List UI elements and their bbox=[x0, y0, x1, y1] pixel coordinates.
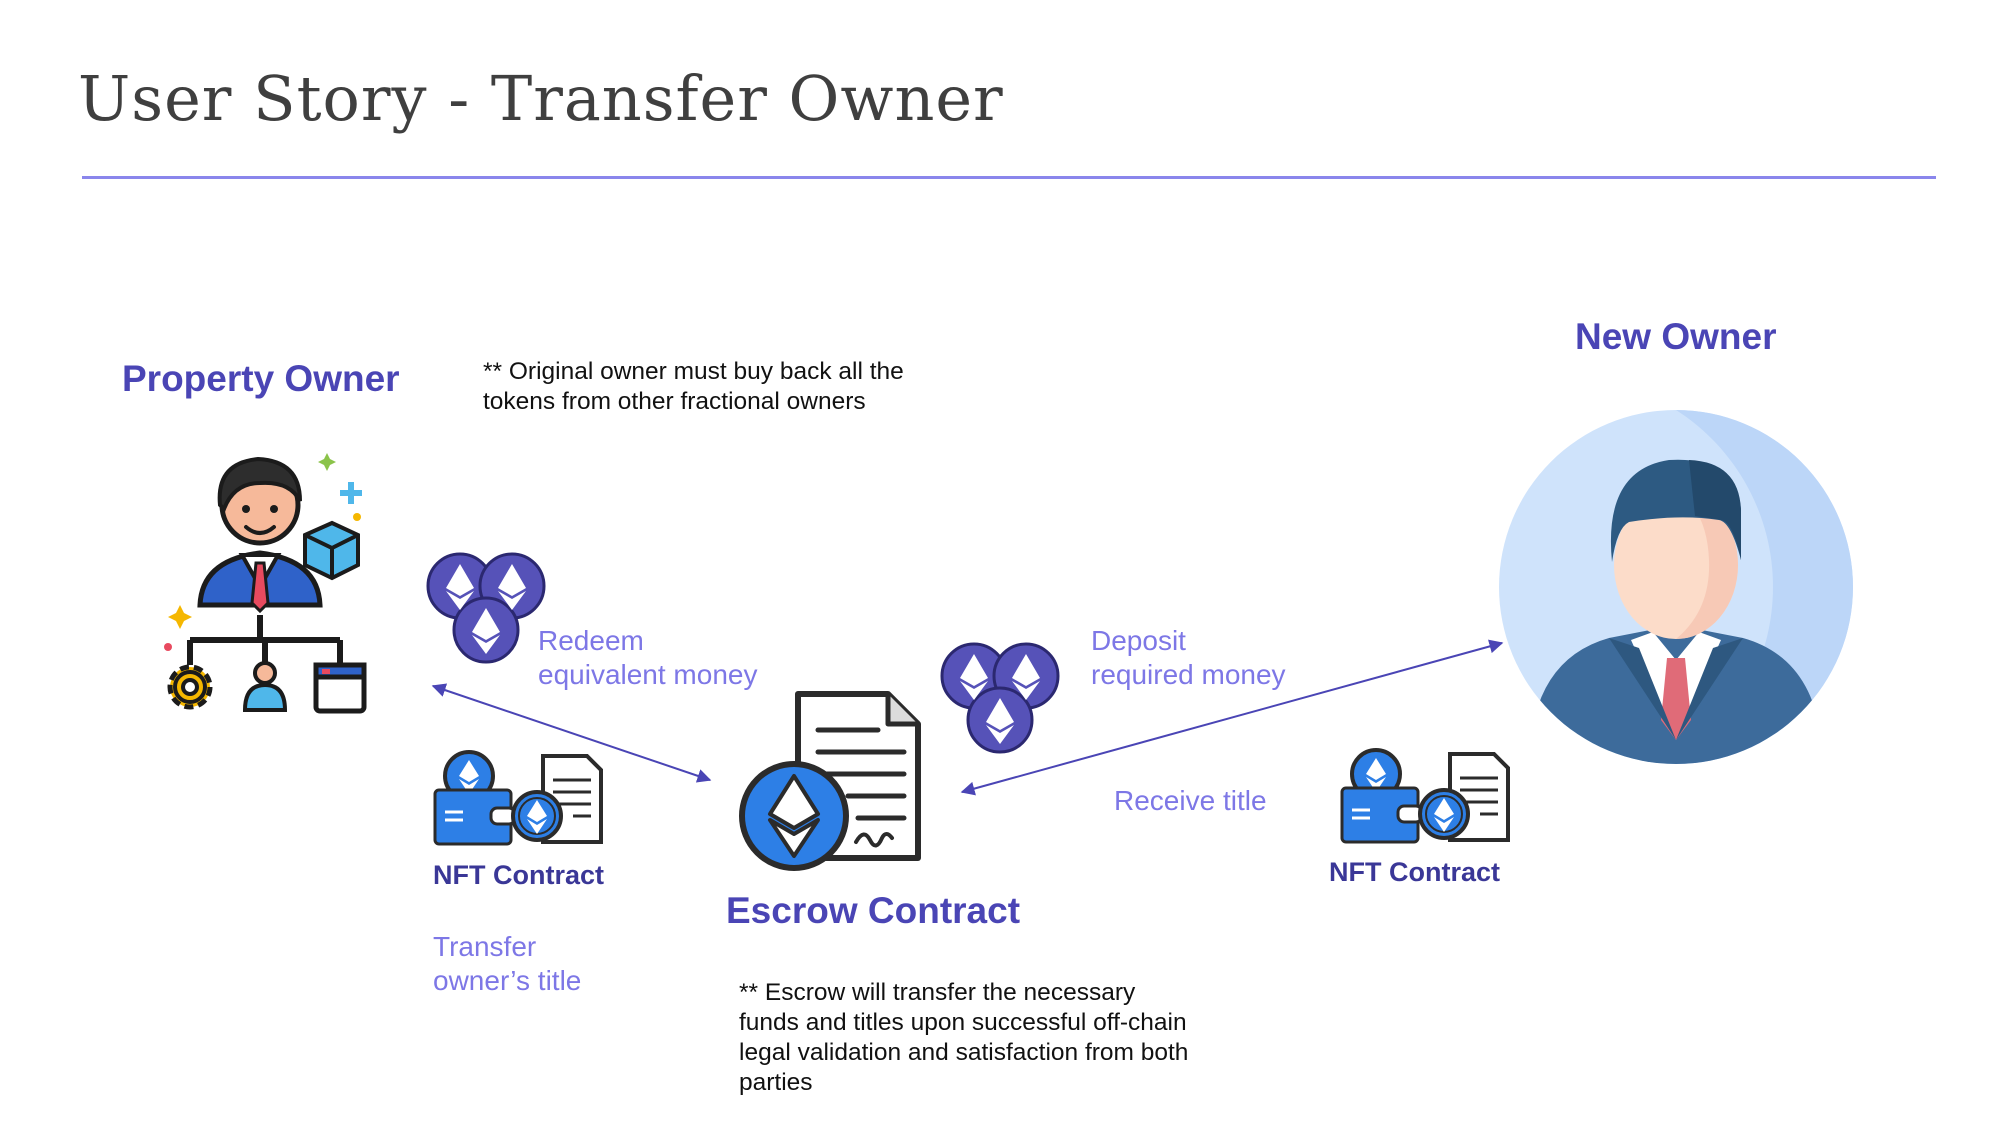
transfer-title-label: Transfer owner’s title bbox=[433, 930, 653, 998]
escrow-note-line1: ** Escrow will transfer the necessary bbox=[739, 979, 1136, 1006]
buyback-note-line2: tokens from other fractional owners bbox=[483, 388, 866, 415]
property-owner-label: Property Owner bbox=[122, 358, 400, 399]
escrow-note-line4: parties bbox=[739, 1069, 813, 1096]
escrow-note-line2: funds and titles upon successful off-cha… bbox=[739, 1009, 1187, 1036]
businessman-network-icon bbox=[164, 453, 367, 714]
ethereum-coins-left-icon bbox=[426, 552, 546, 664]
redeem-money-label: Redeem equivalent money bbox=[538, 624, 798, 692]
nft-contract-left-label: NFT Contract bbox=[433, 860, 604, 890]
nft-wallet-document-left-icon bbox=[433, 750, 603, 846]
businessman-avatar-icon bbox=[1499, 410, 1853, 764]
buyback-note: ** Original owner must buy back all the … bbox=[483, 357, 1003, 417]
nft-contract-right-label: NFT Contract bbox=[1329, 857, 1500, 887]
escrow-newowner-arrow bbox=[960, 639, 1504, 796]
escrow-note: ** Escrow will transfer the necessary fu… bbox=[739, 978, 1299, 1098]
nft-wallet-document-right-icon bbox=[1340, 748, 1510, 844]
slide-title: User Story - Transfer Owner bbox=[78, 62, 1004, 135]
escrow-note-line3: legal validation and satisfaction from b… bbox=[739, 1039, 1189, 1066]
redeem-line1: Redeem bbox=[538, 625, 644, 656]
transfer-line1: Transfer bbox=[433, 931, 537, 962]
owner-escrow-arrow bbox=[431, 683, 712, 783]
title-divider bbox=[82, 176, 1936, 179]
escrow-contract-label: Escrow Contract bbox=[726, 890, 1021, 931]
transfer-line2: owner’s title bbox=[433, 965, 582, 996]
buyback-note-line1: ** Original owner must buy back all the bbox=[483, 358, 904, 385]
ethereum-coins-right-icon bbox=[940, 642, 1060, 754]
new-owner-label: New Owner bbox=[1575, 316, 1777, 357]
ethereum-contract-document-icon bbox=[739, 691, 921, 871]
